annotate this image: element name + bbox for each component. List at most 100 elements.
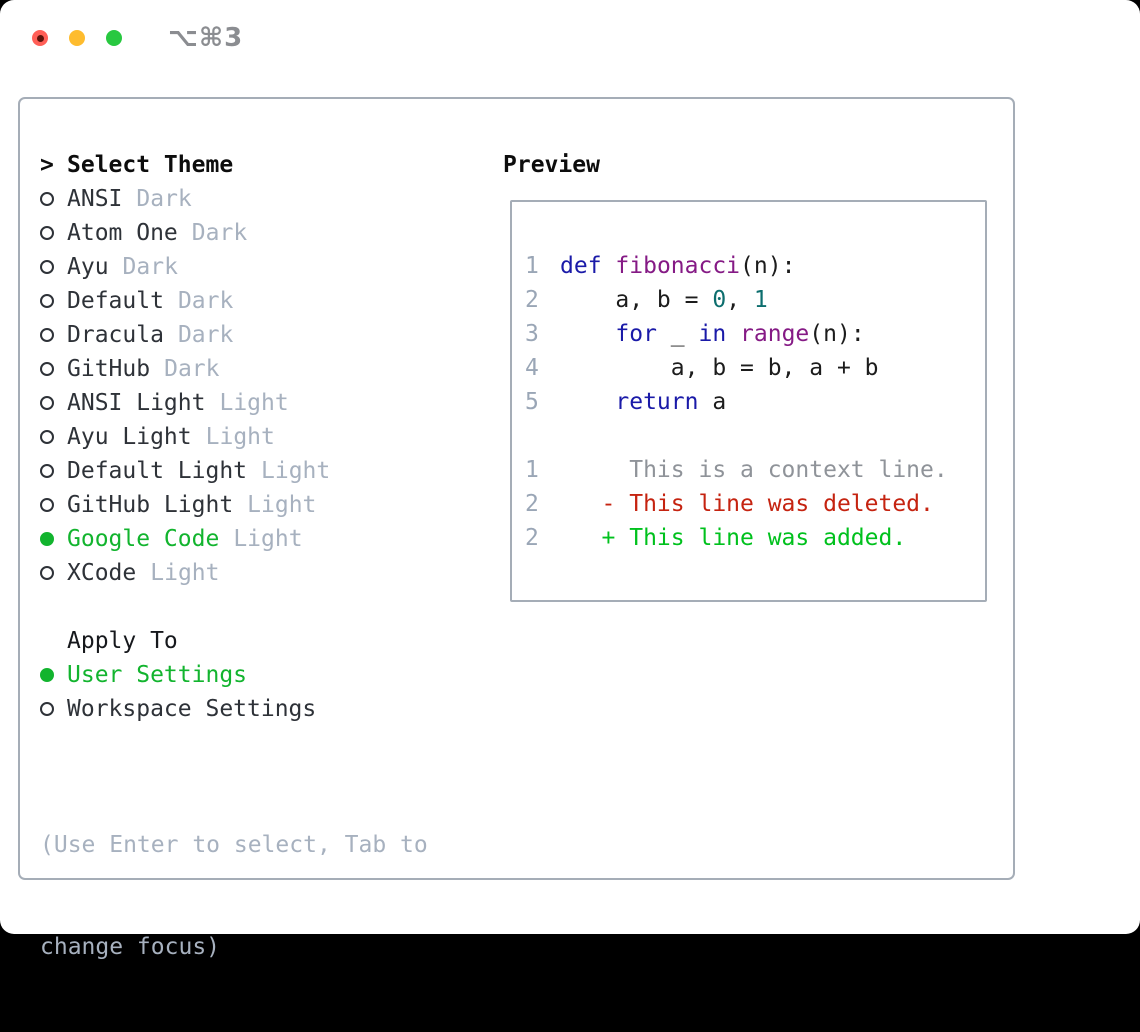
keyboard-shortcut-label: ⌥⌘3	[168, 23, 244, 53]
option-variant: Light	[261, 458, 331, 484]
theme-option-xcode-light[interactable]: XCode Light	[40, 556, 428, 590]
radio-icon	[40, 532, 54, 546]
line-number: 3	[525, 321, 539, 347]
theme-option-ansi-light-light[interactable]: ANSI Light Light	[40, 386, 428, 420]
minimize-button[interactable]	[69, 30, 85, 46]
line-number: 5	[525, 389, 539, 415]
code-segment-pl	[560, 389, 615, 415]
option-variant: Dark	[177, 322, 234, 348]
hint-text: (Use Enter to select, Tab to change focu…	[40, 760, 428, 1032]
theme-option-ayu-dark[interactable]: Ayu Dark	[40, 250, 428, 284]
option-variant: Dark	[122, 254, 178, 280]
theme-option-default-light-light[interactable]: Default Light Light	[40, 454, 428, 488]
code-segment-fn: range	[740, 321, 810, 347]
code-line: 3 for _ in range(n):	[525, 317, 985, 351]
theme-picker-panel: > Select Theme ANSI Dark Atom One Dark A…	[18, 97, 1015, 960]
radio-icon	[40, 328, 54, 342]
code-segment-pl: (n):	[740, 253, 796, 279]
apply-to-title: Apply To	[67, 628, 178, 654]
theme-list: ANSI Dark Atom One Dark Ayu Dark Default…	[40, 182, 428, 590]
apply-to-section: Apply To User Settings Workspace Setting…	[40, 624, 428, 726]
option-variant: Dark	[177, 288, 234, 314]
option-label: Ayu	[67, 254, 109, 280]
code-line: 1 def fibonacci(n):	[525, 249, 985, 283]
option-label: ANSI	[67, 186, 123, 212]
code-segment-pl	[726, 321, 740, 347]
option-label: Atom One	[67, 220, 178, 246]
line-number: 2	[525, 287, 539, 313]
theme-picker-left-column: > Select Theme ANSI Dark Atom One Dark A…	[40, 148, 428, 1032]
radio-icon	[40, 430, 54, 444]
code-segment-pl: a, b =	[560, 287, 713, 313]
code-line: 5 return a	[525, 385, 985, 419]
code-segment-ctx: This is a context line.	[560, 457, 948, 483]
titlebar: ⌥⌘3	[32, 23, 243, 53]
apply-option-user-settings[interactable]: User Settings	[40, 658, 428, 692]
option-label: Dracula	[67, 322, 164, 348]
radio-icon	[40, 498, 54, 512]
preview-title: Preview	[503, 152, 600, 178]
option-label: Workspace Settings	[67, 696, 317, 722]
zoom-button[interactable]	[106, 30, 122, 46]
radio-icon	[40, 464, 54, 478]
theme-option-google-code-light[interactable]: Google Code Light	[40, 522, 428, 556]
option-label: GitHub	[67, 356, 151, 382]
option-variant: Dark	[164, 356, 220, 382]
code-segment-kw: for	[615, 321, 657, 347]
radio-icon	[40, 396, 54, 410]
option-variant: Light	[247, 492, 317, 518]
close-button[interactable]	[32, 30, 48, 46]
theme-option-github-light-light[interactable]: GitHub Light Light	[40, 488, 428, 522]
theme-option-ansi-dark[interactable]: ANSI Dark	[40, 182, 428, 216]
theme-option-dracula-dark[interactable]: Dracula Dark	[40, 318, 428, 352]
theme-option-default-dark[interactable]: Default Dark	[40, 284, 428, 318]
code-segment-kw: def	[560, 253, 602, 279]
apply-option-workspace-settings[interactable]: Workspace Settings	[40, 692, 428, 726]
option-label: Ayu Light	[67, 424, 192, 450]
option-variant: Light	[150, 560, 220, 586]
apply-to-header: Apply To	[40, 624, 428, 658]
blank-line	[525, 419, 985, 453]
option-label: ANSI Light	[67, 390, 206, 416]
option-label: Default Light	[67, 458, 248, 484]
diff-deleted-line: 2 - This line was deleted.	[525, 487, 985, 521]
option-label: XCode	[67, 560, 137, 586]
theme-option-atom-one-dark[interactable]: Atom One Dark	[40, 216, 428, 250]
option-label: Google Code	[67, 526, 220, 552]
apply-to-options: User Settings Workspace Settings	[40, 658, 428, 726]
code-segment-pl	[602, 253, 616, 279]
theme-option-ayu-light-light[interactable]: Ayu Light Light	[40, 420, 428, 454]
line-number: 2	[525, 491, 539, 517]
radio-icon	[40, 668, 54, 682]
code-segment-pl: (n):	[809, 321, 865, 347]
radio-icon	[40, 192, 54, 206]
code-segment-kw: return	[615, 389, 699, 415]
code-segment-del: - This line was deleted.	[560, 491, 934, 517]
radio-icon	[40, 294, 54, 308]
code-segment-add: + This line was added.	[560, 525, 907, 551]
line-number: 2	[525, 525, 539, 551]
option-variant: Dark	[191, 220, 248, 246]
diff-context-line: 1 This is a context line.	[525, 453, 985, 487]
preview-box: 1 def fibonacci(n): 2 a, b = 0, 1 3 for …	[510, 200, 987, 602]
prompt-caret-icon: >	[40, 152, 54, 178]
code-line: 2 a, b = 0, 1	[525, 283, 985, 317]
radio-icon	[40, 566, 54, 580]
code-segment-pl: _	[656, 321, 699, 347]
select-theme-title: Select Theme	[67, 152, 234, 178]
option-label: GitHub Light	[67, 492, 234, 518]
option-variant: Light	[205, 424, 275, 450]
hint-line-2: change focus)	[40, 934, 221, 960]
theme-option-github-dark[interactable]: GitHub Dark	[40, 352, 428, 386]
option-variant: Light	[233, 526, 303, 552]
line-number: 1	[525, 253, 539, 279]
radio-icon	[40, 702, 54, 716]
option-label: User Settings	[67, 662, 248, 688]
code-segment-lit: 0	[712, 287, 727, 313]
select-theme-header: > Select Theme	[40, 148, 428, 182]
option-variant: Light	[219, 390, 289, 416]
code-segment-pl: a	[698, 389, 727, 415]
hint-line-1: (Use Enter to select, Tab to	[40, 832, 428, 858]
code-line: 4 a, b = b, a + b	[525, 351, 985, 385]
radio-icon	[40, 362, 54, 376]
